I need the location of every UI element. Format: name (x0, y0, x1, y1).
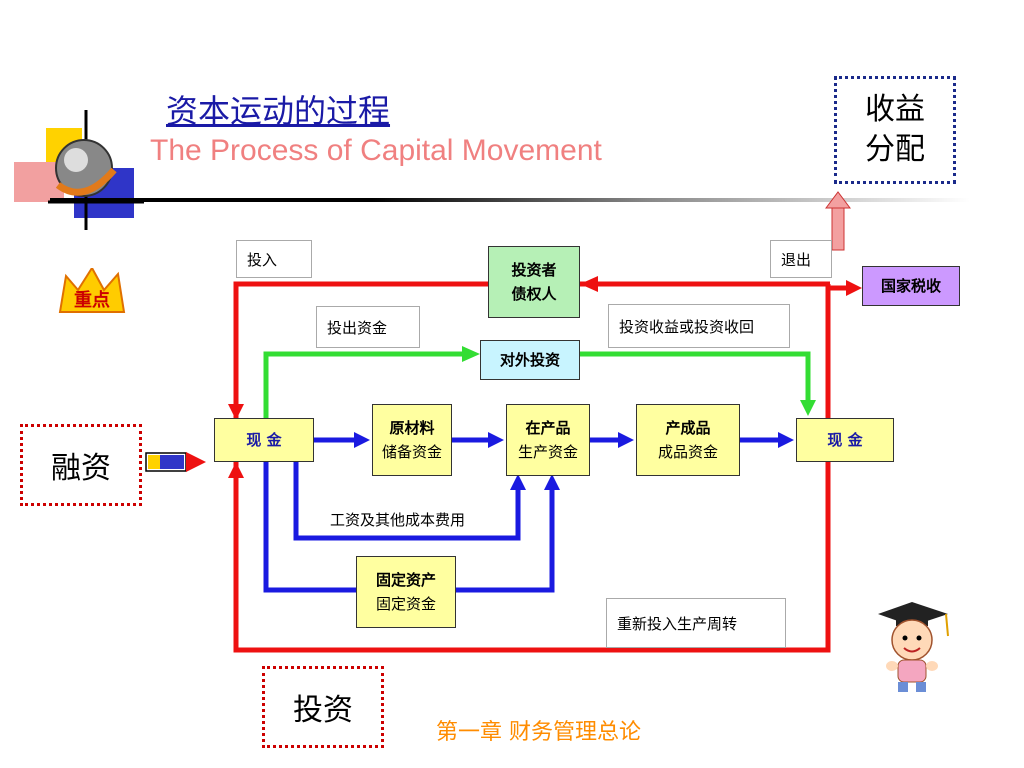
key-point-label: 重点 (74, 290, 110, 311)
foreign-invest-node: 对外投资 (480, 340, 580, 380)
reserve-fund-label: 储备资金 (381, 443, 442, 461)
raw-material-node: 原材料 储备资金 (372, 404, 452, 476)
finished-fund-label: 成品资金 (657, 443, 718, 461)
fixed-fund-label: 固定资金 (375, 595, 436, 613)
creditor-label: 债权人 (511, 285, 557, 303)
tax-node: 国家税收 (862, 266, 960, 306)
label-exit: 退出 (770, 240, 832, 278)
cash-left-node: 现 金 (214, 418, 314, 462)
financing-box: 融资 (20, 424, 142, 506)
title-divider (50, 198, 970, 202)
income-distribution-box: 收益 分配 (834, 76, 956, 184)
page-title: 资本运动的过程 (166, 92, 391, 130)
distribution-label: 分配 (865, 132, 925, 167)
label-invest-out: 投出资金 (316, 306, 420, 348)
wip-node: 在产品 生产资金 (506, 404, 590, 476)
label-wages: 工资及其他成本费用 (330, 510, 466, 529)
label-reinvest: 重新投入生产周转 (606, 598, 786, 648)
label-input: 投入 (236, 240, 312, 278)
financing-label: 融资 (51, 451, 111, 486)
finished-goods-label: 产成品 (665, 419, 711, 437)
logo-globe-icon (14, 110, 144, 230)
cash-right-label: 现 金 (827, 431, 863, 449)
graduate-cartoon-icon (868, 600, 958, 696)
production-fund-label: 生产资金 (517, 443, 578, 461)
wip-label: 在产品 (525, 419, 571, 437)
label-returns: 投资收益或投资收回 (608, 304, 790, 348)
investing-box: 投资 (262, 666, 384, 748)
fixed-asset-label: 固定资产 (375, 571, 436, 589)
investor-node: 投资者 债权人 (488, 246, 580, 318)
finished-goods-node: 产成品 成品资金 (636, 404, 740, 476)
investing-label: 投资 (293, 693, 353, 728)
foreign-invest-label: 对外投资 (499, 351, 560, 369)
page-subtitle: The Process of Capital Movement (150, 134, 602, 167)
chapter-footer: 第一章 财务管理总论 (436, 720, 641, 745)
tax-label: 国家税收 (880, 277, 941, 295)
key-point-badge: 重点 (52, 268, 132, 318)
fixed-asset-node: 固定资产 固定资金 (356, 556, 456, 628)
investor-label: 投资者 (511, 261, 557, 279)
cash-right-node: 现 金 (796, 418, 894, 462)
raw-material-label: 原材料 (389, 419, 435, 437)
cash-left-label: 现 金 (246, 431, 282, 449)
income-label: 收益 (865, 92, 925, 127)
